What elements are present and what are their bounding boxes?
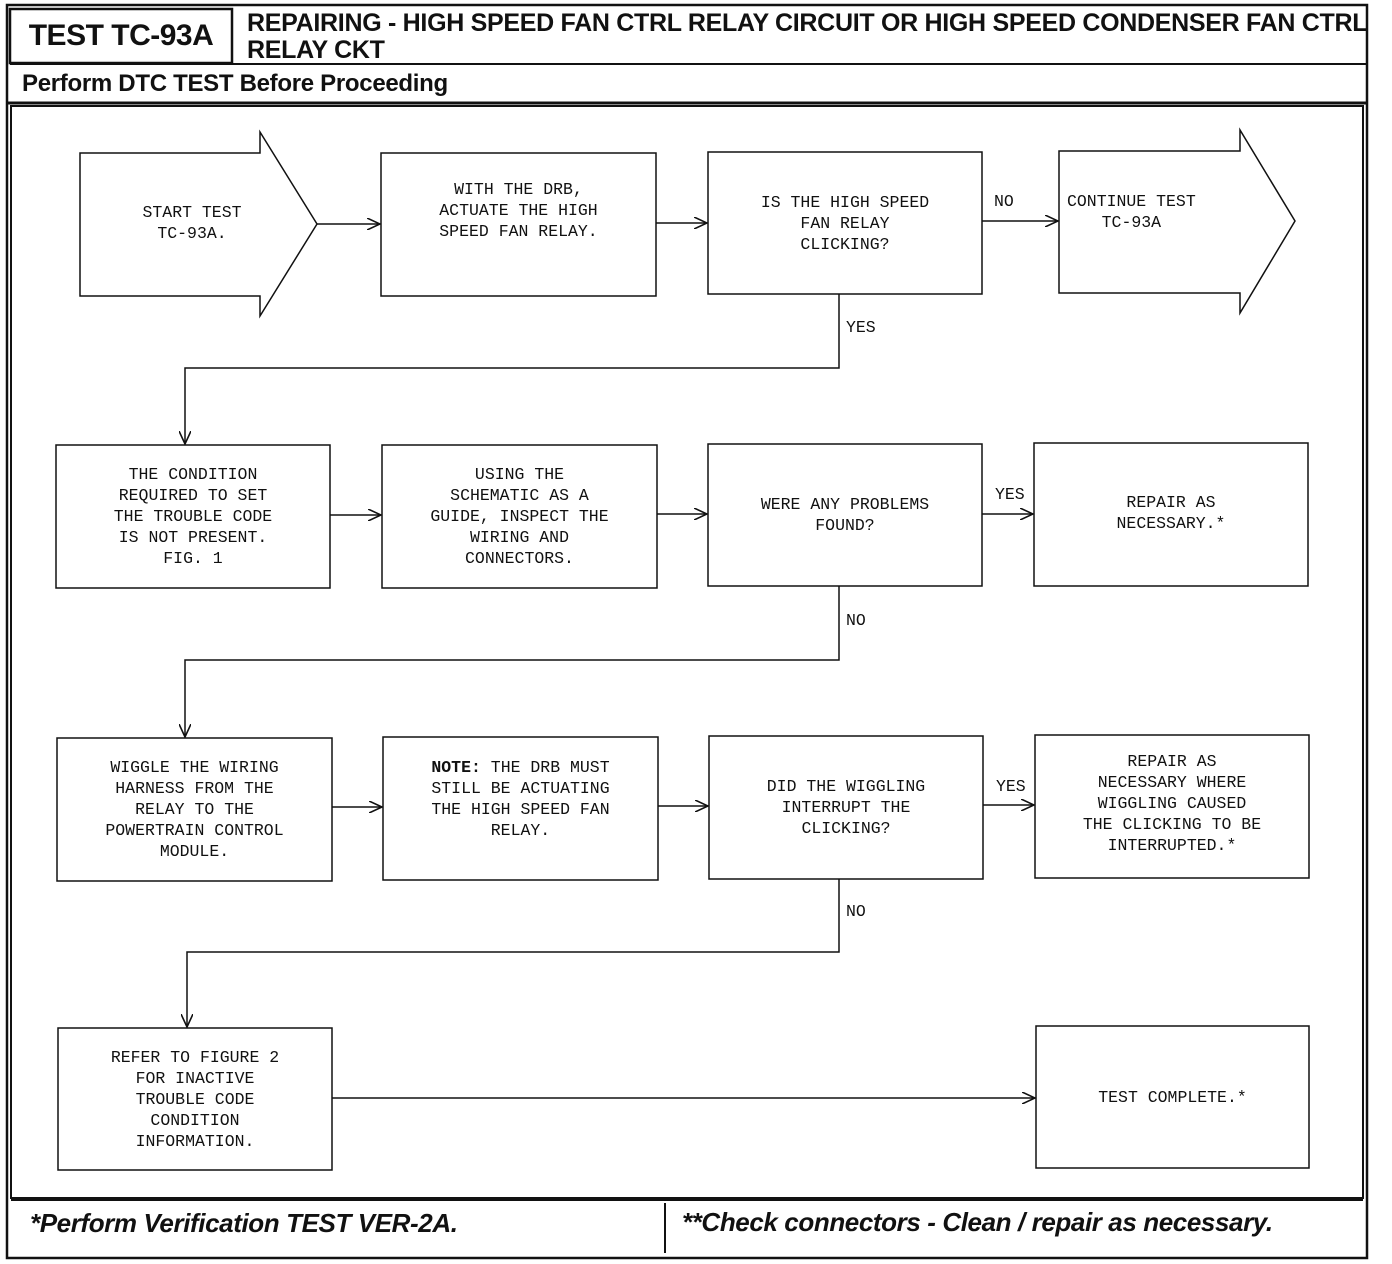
repair-box-2 <box>1034 734 1310 879</box>
edge-no-wiggle <box>185 586 840 737</box>
complete-node-text: TEST COMPLETE.* <box>1098 1087 1247 1107</box>
wiggle-question-text: DID THE WIGGLING INTERRUPT THE CLICKING? <box>766 777 926 838</box>
note-box <box>382 736 659 881</box>
edge-label-yes-2: YES <box>995 485 1025 504</box>
complete-box <box>1035 1025 1310 1169</box>
repair1-node-text: REPAIR AS NECESSARY.* <box>1116 493 1226 533</box>
outer-border <box>5 3 1369 1260</box>
note-node-text: NOTE: THE DRB MUST STILL BE ACTUATING TH… <box>385 739 656 852</box>
start-arrow-shape <box>79 129 318 319</box>
wiggle-node-text: WIGGLE THE WIRING HARNESS FROM THE RELAY… <box>105 758 284 861</box>
actuate-node-text: WITH THE DRB, ACTUATE THE HIGH SPEED FAN… <box>439 179 598 241</box>
repair2-node-text: REPAIR AS NECESSARY WHERE WIGGLING CAUSE… <box>1082 752 1262 855</box>
clicking-question-box <box>707 151 983 295</box>
refer-box <box>57 1027 333 1171</box>
clicking-question-text: IS THE HIGH SPEED FAN RELAY CLICKING? <box>760 192 930 254</box>
content-frame <box>10 105 1364 1199</box>
note-body: THE DRB MUST STILL BE ACTUATING THE HIGH… <box>431 758 610 840</box>
continue-arrow-shape <box>1058 127 1296 316</box>
edge-label-no-2: NO <box>846 611 866 630</box>
edge-label-yes-3: YES <box>996 777 1026 796</box>
problems-question-box <box>707 443 983 587</box>
edge-label-no-1: NO <box>994 192 1014 211</box>
inspect-box <box>381 444 658 589</box>
note-label: NOTE: <box>431 758 481 777</box>
problems-question-text: WERE ANY PROBLEMS FOUND? <box>760 495 930 535</box>
page-subtitle: Perform DTC TEST Before Proceeding <box>22 70 448 97</box>
repair-box-1 <box>1033 442 1309 587</box>
footer-verification-note: *Perform Verification TEST VER-2A. <box>30 1208 458 1238</box>
refer-node-text: REFER TO FIGURE 2 FOR INACTIVE TROUBLE C… <box>110 1047 280 1151</box>
edge-label-yes-1: YES <box>846 318 876 337</box>
edge-yes-condition <box>185 294 840 444</box>
test-id: TEST TC-93A <box>28 19 214 52</box>
edge-no-refer <box>187 879 840 1027</box>
inspect-node-text: USING THE SCHEMATIC AS A GUIDE, INSPECT … <box>430 465 609 568</box>
wiggle-box <box>56 737 333 882</box>
condition-node-text: THE CONDITION REQUIRED TO SET THE TROUBL… <box>113 465 273 568</box>
start-node-text: START TEST TC-93A. <box>142 203 242 243</box>
condition-box <box>55 444 331 589</box>
edge-label-no-3: NO <box>846 902 866 921</box>
page-title: REPAIRING - HIGH SPEED FAN CTRL RELAY CI… <box>247 9 1367 64</box>
footer-connectors-note: **Check connectors - Clean / repair as n… <box>682 1207 1273 1237</box>
actuate-box <box>380 152 657 297</box>
continue-node-text: CONTINUE TEST TC-93A <box>1067 192 1196 232</box>
wiggle-question-box <box>708 735 984 880</box>
